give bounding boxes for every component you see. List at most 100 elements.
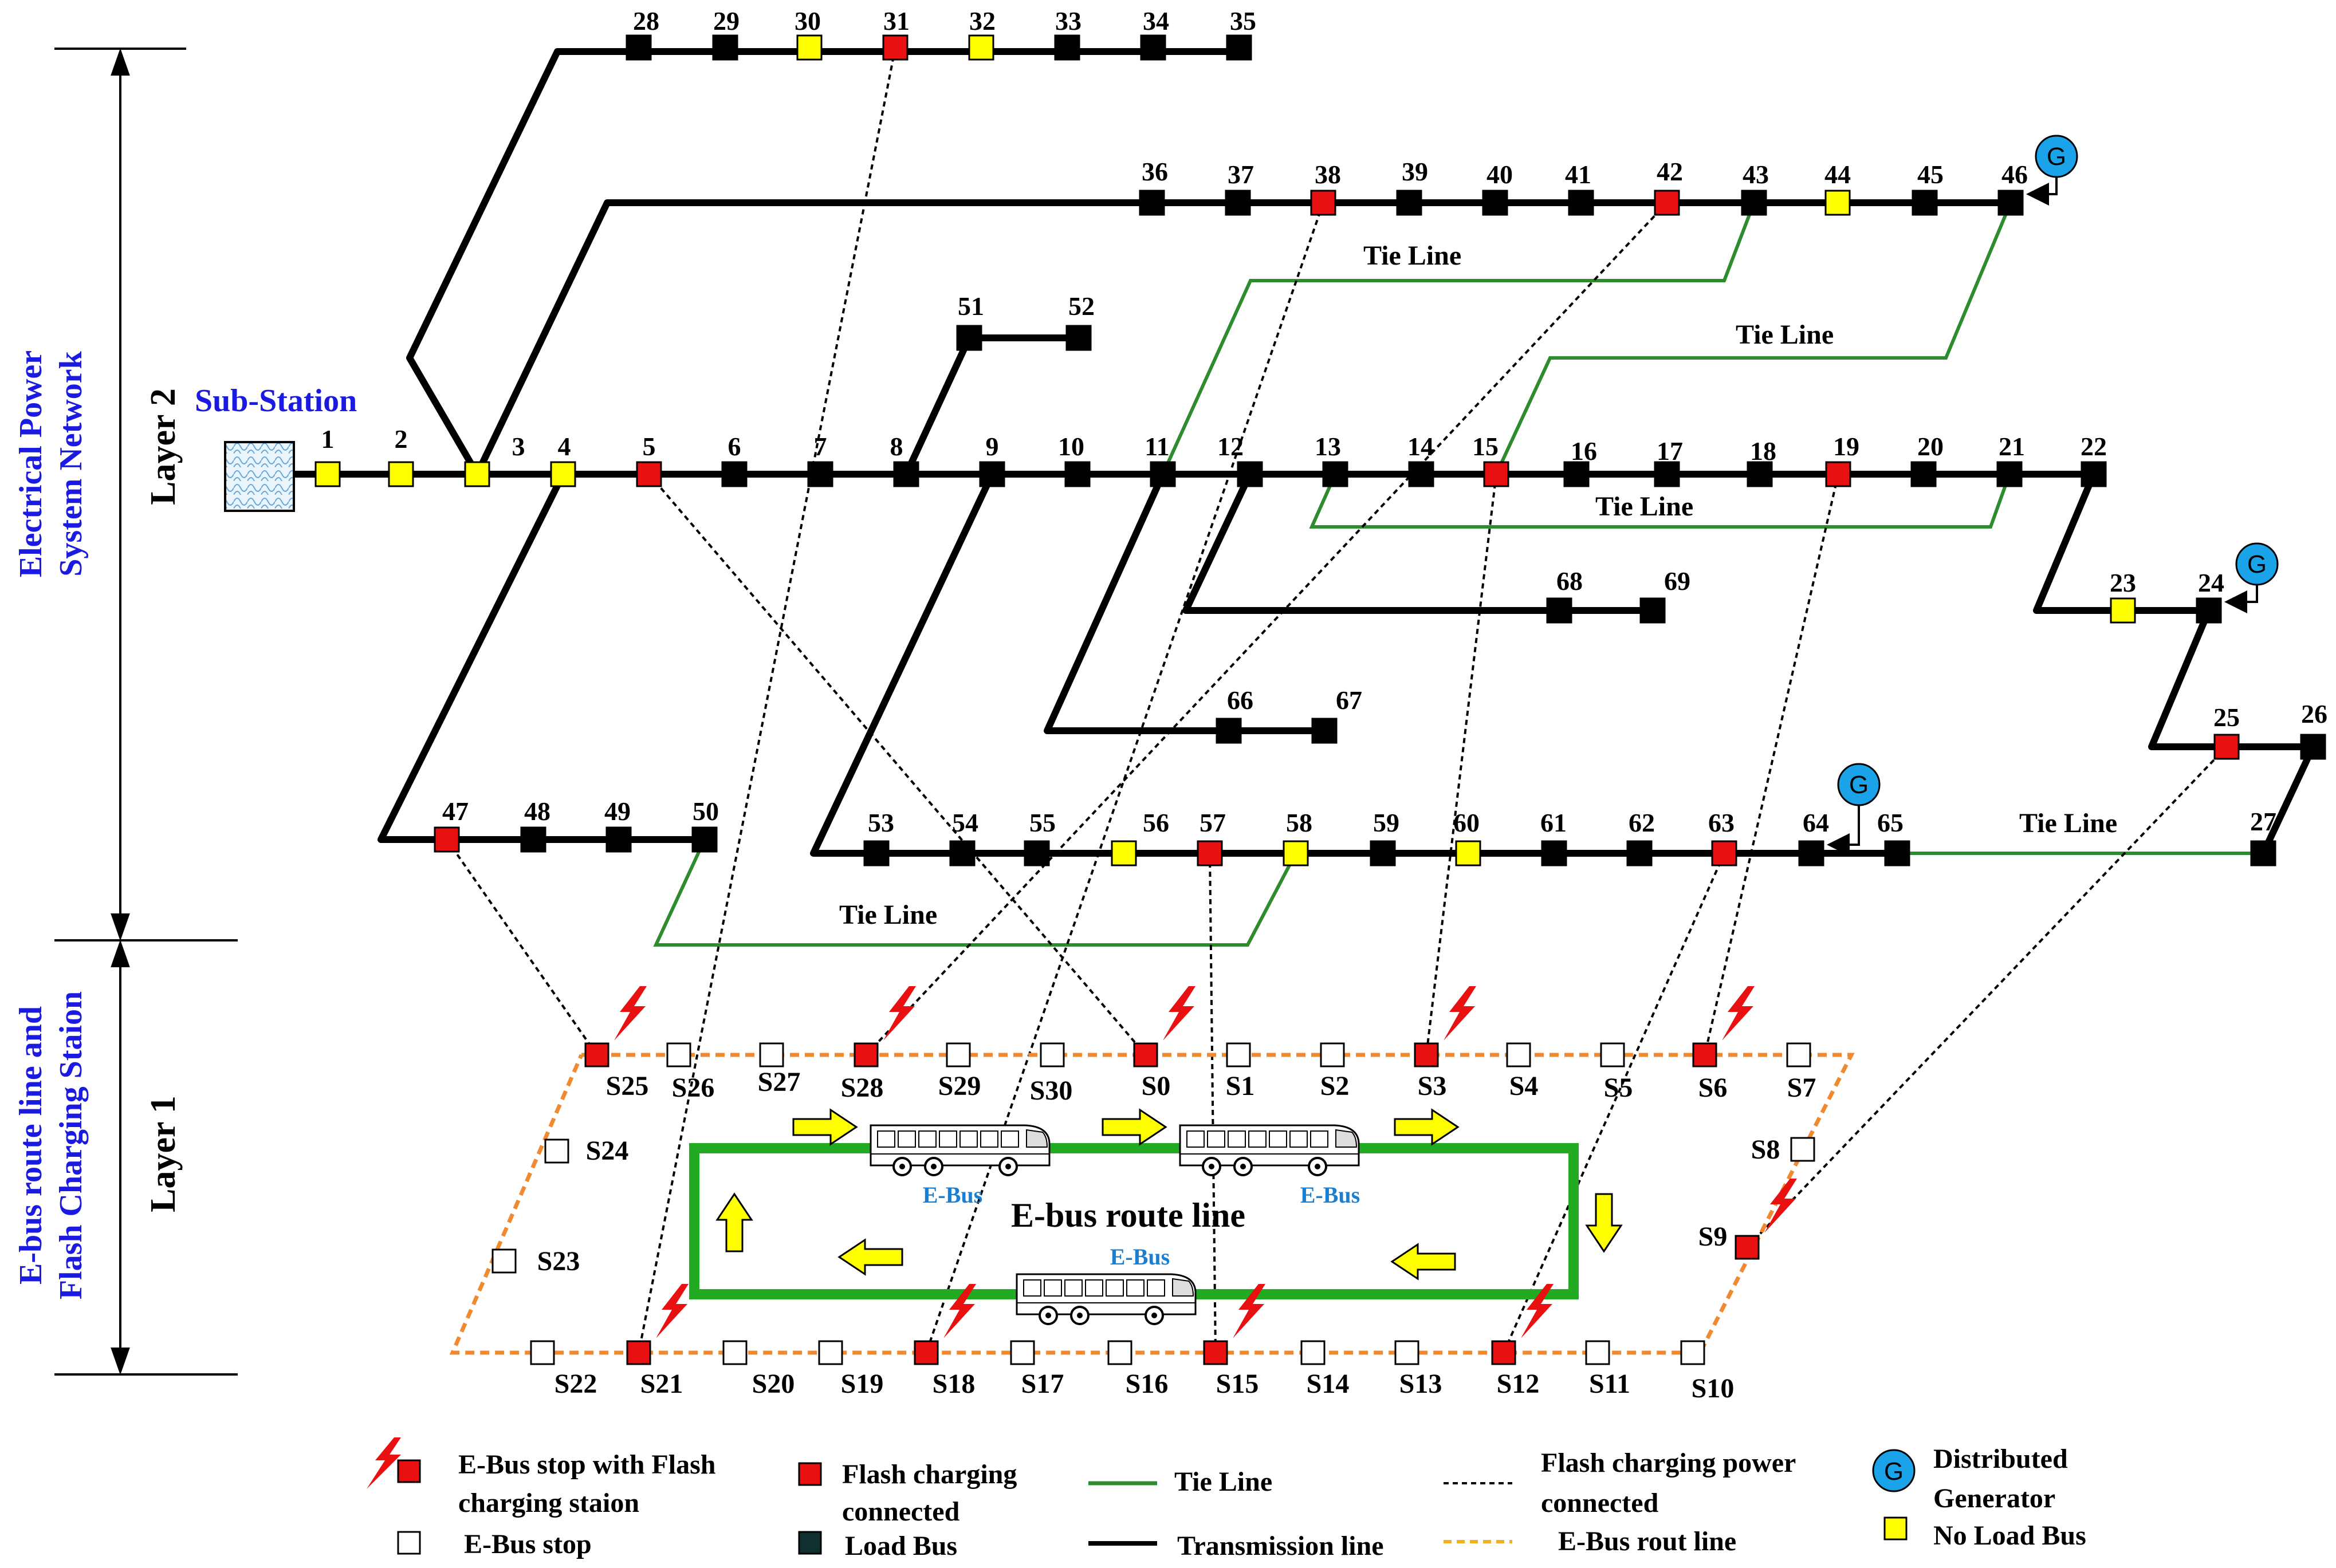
bus-label-26: 26: [2301, 699, 2327, 728]
flash-link-47-S25: [446, 838, 598, 1056]
bus-41: [1568, 190, 1594, 216]
bus-8: [893, 461, 919, 487]
stop-S9: [1735, 1235, 1760, 1260]
bus-67: [1311, 718, 1338, 744]
bus-54: [949, 840, 976, 866]
stop-S24: [544, 1138, 569, 1164]
bus-56: [1111, 840, 1137, 866]
stop-label-S9: S9: [1698, 1222, 1728, 1252]
stop-S6: [1692, 1042, 1717, 1067]
stop-label-S25: S25: [606, 1071, 649, 1101]
tie-line-label-1: Tie Line: [1363, 241, 1461, 271]
layer2-label: Layer 2: [144, 388, 183, 505]
bus-label-14: 14: [1407, 432, 1434, 461]
stop-label-S18: S18: [933, 1369, 976, 1399]
bus-25: [2213, 734, 2240, 760]
bus-label-63: 63: [1708, 808, 1735, 837]
bus-label-24: 24: [2198, 568, 2224, 597]
bus-label-16: 16: [1571, 436, 1597, 466]
bus-label-35: 35: [1230, 6, 1256, 36]
ebus-label-3: E-Bus: [1110, 1244, 1170, 1270]
bus-61: [1541, 840, 1567, 866]
bus-40: [1482, 190, 1508, 216]
bus-label-47: 47: [442, 797, 469, 826]
legend-load-bus-icon: [798, 1531, 822, 1555]
bus-34: [1140, 34, 1166, 61]
generator-icon-1: [2035, 135, 2078, 178]
layer1-label: Layer 1: [144, 1096, 183, 1212]
legend-generator-symbol: G: [1884, 1457, 1904, 1486]
bus-label-12: 12: [1217, 432, 1244, 461]
bus-label-6: 6: [728, 432, 741, 461]
stop-S17: [1010, 1340, 1035, 1365]
tie-lines: [653, 202, 2263, 947]
bus-label-53: 53: [868, 808, 894, 837]
bus-66: [1216, 718, 1242, 744]
bus-22: [2081, 461, 2107, 487]
lightning-icon-S18: [943, 1284, 976, 1338]
stop-S14: [1300, 1340, 1326, 1365]
bus-62: [1626, 840, 1653, 866]
tie-line-5: [653, 838, 1297, 947]
bus-label-38: 38: [1315, 160, 1341, 189]
bus-11: [1150, 461, 1176, 487]
bus-label-39: 39: [1402, 157, 1428, 186]
legend-flash-power-label-1: Flash charging power: [1541, 1448, 1796, 1478]
bus-label-67: 67: [1336, 685, 1362, 715]
bus-label-40: 40: [1486, 160, 1513, 189]
bus-label-66: 66: [1227, 685, 1253, 715]
legend-flash-connected-label-2: connected: [842, 1496, 960, 1527]
bus-label-58: 58: [1286, 808, 1312, 837]
bus-51: [956, 325, 982, 351]
bus-label-50: 50: [693, 797, 719, 826]
stop-label-S0: S0: [1142, 1071, 1171, 1101]
stop-S26: [666, 1042, 691, 1067]
bus-14: [1408, 461, 1434, 487]
lightning-icon-S21: [656, 1284, 689, 1338]
lightning-icon-S6: [1722, 986, 1755, 1041]
bus-57: [1197, 840, 1223, 866]
legend-flash-stop-icon: [397, 1459, 421, 1483]
bus-label-62: 62: [1629, 808, 1655, 837]
ebus-icon-3: [1016, 1273, 1197, 1325]
bus-label-48: 48: [524, 797, 550, 826]
bus-label-46: 46: [2001, 160, 2028, 189]
tie-line-label-3: Tie Line: [1595, 491, 1693, 522]
bus-39: [1396, 190, 1422, 216]
epsn-label-line2: System Network: [53, 350, 89, 576]
flash-link-25-S9: [1746, 746, 2228, 1248]
stop-S29: [946, 1042, 971, 1067]
bus-label-27: 27: [2250, 807, 2276, 836]
route-arrow-3: [1394, 1108, 1460, 1146]
route-arrow-5: [1390, 1243, 1456, 1281]
bus-label-37: 37: [1228, 160, 1254, 189]
ebus-label-line2: Flash Charging Staion: [53, 991, 89, 1299]
stop-label-S14: S14: [1307, 1369, 1350, 1399]
stop-S7: [1786, 1042, 1811, 1067]
bus-58: [1283, 840, 1309, 866]
bus-label-31: 31: [883, 6, 910, 36]
stop-S15: [1203, 1340, 1228, 1365]
bus-label-7: 7: [814, 432, 827, 461]
bus-label-8: 8: [890, 432, 903, 461]
flash-link-38-S18: [925, 202, 1324, 1353]
flash-charging-links: [446, 47, 2228, 1353]
legend-flash-connected-icon: [798, 1462, 822, 1486]
legend-flash-power-label-2: connected: [1541, 1488, 1659, 1518]
stop-S4: [1506, 1042, 1531, 1067]
stop-label-S2: S2: [1320, 1071, 1350, 1101]
stop-S30: [1040, 1042, 1065, 1067]
bus-label-3: 3: [512, 432, 525, 461]
lightning-icon-S15: [1233, 1284, 1265, 1338]
ebus-icon-1: [870, 1124, 1051, 1176]
bus-label-42: 42: [1657, 157, 1683, 186]
lightning-icon-S0: [1163, 986, 1195, 1041]
bus-label-55: 55: [1029, 808, 1056, 837]
stop-S19: [818, 1340, 843, 1365]
bus-label-34: 34: [1143, 6, 1169, 36]
lightning-icon-S9: [1764, 1179, 1797, 1233]
stop-label-S16: S16: [1126, 1369, 1169, 1399]
bus-label-69: 69: [1664, 566, 1690, 596]
bus-3: [464, 461, 490, 487]
stop-S1: [1226, 1042, 1251, 1067]
